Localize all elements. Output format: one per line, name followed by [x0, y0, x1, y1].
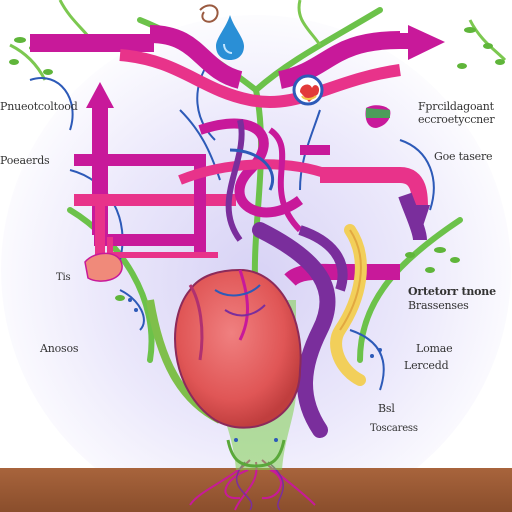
- label-right-top-1: Fprcildagoant: [418, 100, 494, 113]
- label-left-low: Anosos: [40, 342, 79, 355]
- label-right-low-1: Ortetorr tnone: [408, 285, 496, 298]
- accent-dots: [128, 298, 382, 442]
- label-right-lower-2: Lercedd: [404, 359, 449, 372]
- label-left-mid: Poeaerds: [0, 154, 50, 167]
- label-right-lower-1: Lomae: [416, 342, 453, 355]
- center-tangle: [178, 118, 332, 242]
- purple-vein: [252, 222, 336, 438]
- left-pipes: [74, 154, 236, 258]
- label-right-bottom-1: Bsl: [378, 402, 395, 415]
- organ-blob-right: [365, 105, 391, 128]
- label-right-bottom-2: Toscaress: [370, 423, 418, 434]
- label-right-low-2: Brassenses: [408, 299, 469, 312]
- orb-icon: [292, 74, 324, 106]
- label-left-top: Pnueotcoltood: [0, 100, 78, 113]
- top-pipe: [30, 25, 445, 89]
- water-droplet-icon: [216, 15, 244, 60]
- label-right-top-2: eccroetyccner: [418, 113, 495, 126]
- label-left-small: Tis: [56, 272, 71, 283]
- small-organ-left: [84, 252, 123, 282]
- label-right-mid: Goe tasere: [434, 150, 493, 163]
- swirl-glyph: [199, 4, 219, 23]
- top-right-arrowhead: [408, 25, 445, 60]
- heart-organ: [174, 268, 302, 429]
- right-down-arrow: [300, 145, 430, 241]
